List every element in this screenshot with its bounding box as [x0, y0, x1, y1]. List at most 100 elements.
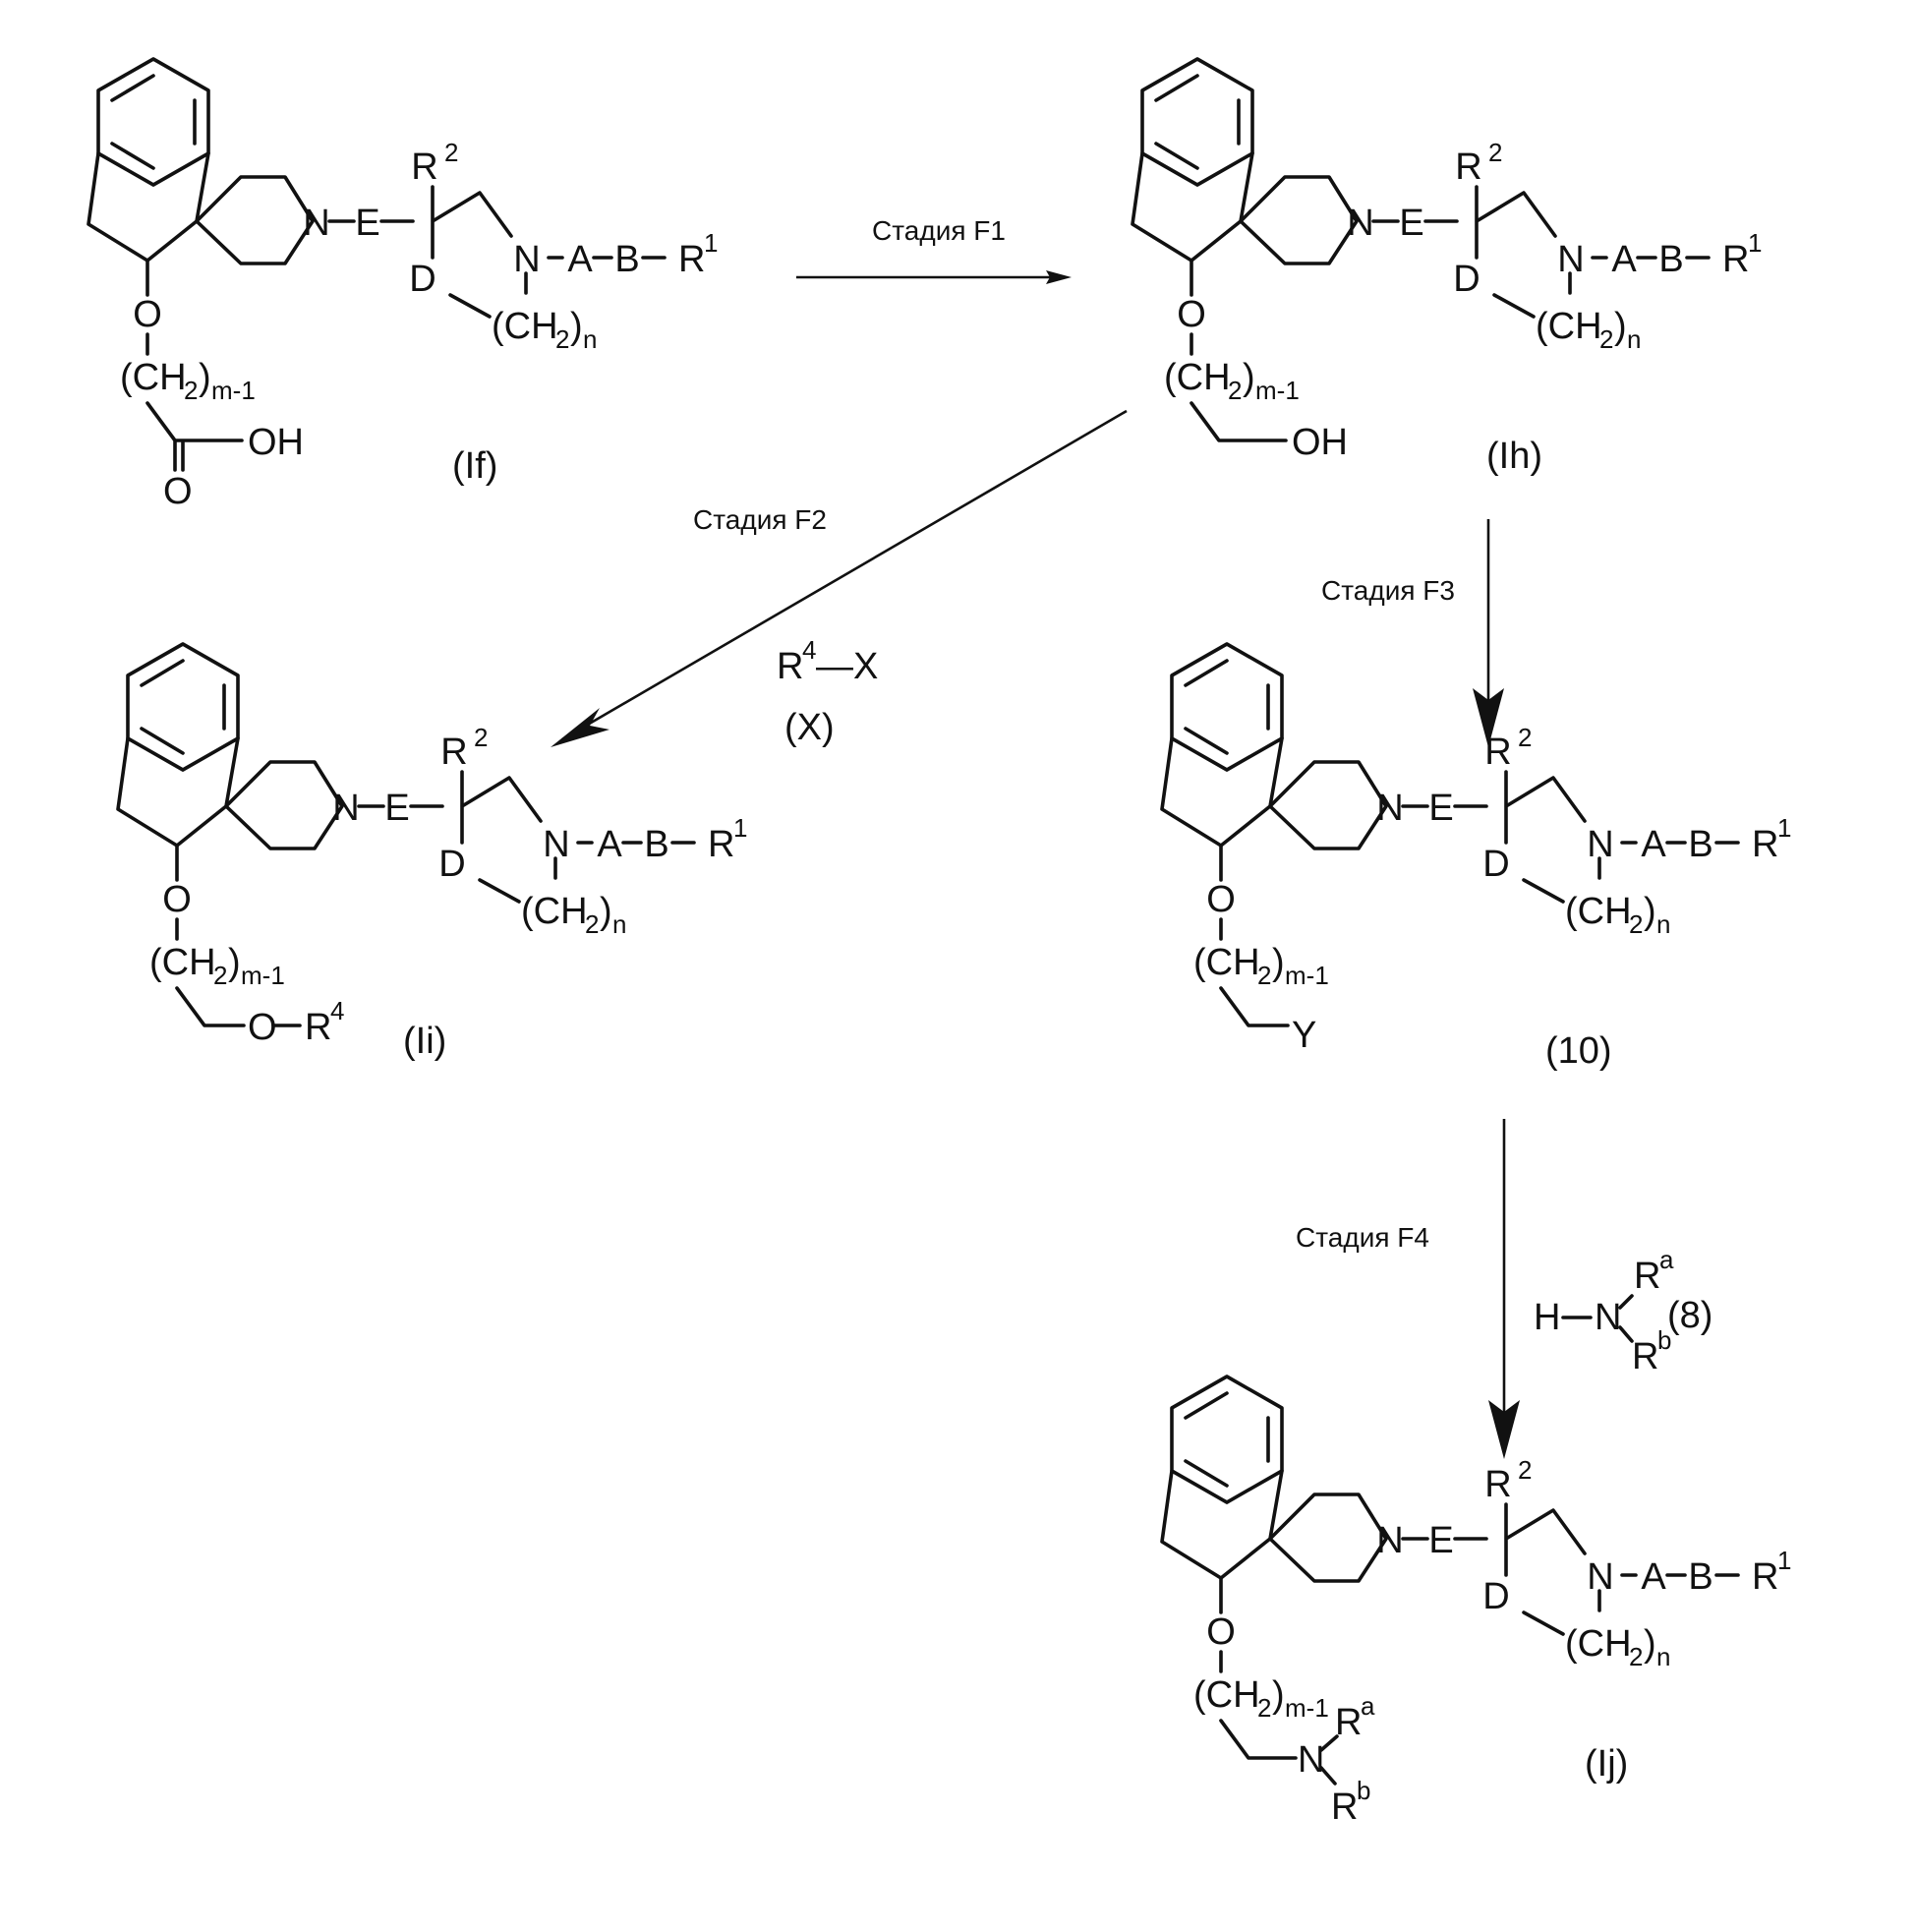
reagent-r4-sup: 4 [802, 635, 816, 665]
ii-r4-sup: 4 [330, 996, 344, 1025]
c10-ch2m-open: (CH [1193, 942, 1260, 983]
reagent-r4: R [777, 646, 803, 687]
reagent-x: R 4 —X (X) [777, 635, 878, 748]
ii-ether-o: O [248, 1007, 277, 1048]
compound-10: N E R 2 D N A B R 1 (CH 2 ) n O (CH 2 ) … [1162, 644, 1791, 1072]
stage-f4-arrow [1488, 1119, 1520, 1459]
if-ch2n-open: (CH [492, 306, 558, 347]
c10-r1-sup: 1 [1777, 813, 1791, 843]
ij-ch2n-close: ) [1644, 1623, 1656, 1665]
ii-o: O [162, 879, 192, 920]
ih-ch2m-open: (CH [1164, 357, 1231, 398]
ih-e: E [1399, 203, 1423, 244]
ih-ch2m-close: ) [1243, 357, 1255, 398]
reagent-8: H N R a R b (8) [1534, 1245, 1712, 1377]
ih-a: A [1611, 239, 1637, 280]
stage-f1-label: Стадия F1 [872, 215, 1006, 246]
if-r2: R [411, 146, 437, 188]
ii-ch2n-close: ) [600, 891, 612, 932]
reagent-8-id: (8) [1667, 1295, 1712, 1336]
ii-r1-sup: 1 [733, 813, 747, 843]
compound-ih: N E R 2 D N A B R 1 (CH 2 ) n O (CH 2 ) … [1132, 59, 1762, 477]
ij-b: B [1688, 1556, 1712, 1598]
c10-ch2n-open: (CH [1565, 891, 1632, 932]
ii-d: D [438, 844, 465, 885]
ih-ch2n-close: ) [1614, 306, 1627, 347]
compound-if-labels: N E R 2 D N A B R 1 (CH 2 ) n O (CH 2 ) … [120, 138, 718, 512]
compound-ij-id: (Ij) [1585, 1743, 1628, 1785]
c10-ch2m-subm1: m-1 [1285, 961, 1329, 990]
c10-y: Y [1292, 1015, 1316, 1056]
ih-o: O [1177, 294, 1206, 335]
ih-n1: N [1347, 203, 1373, 244]
c10-ch2n-close: ) [1644, 891, 1656, 932]
if-r2-sup: 2 [444, 138, 458, 167]
c10-d: D [1482, 844, 1509, 885]
ii-n2: N [543, 824, 569, 865]
if-oh: OH [248, 422, 304, 463]
ii-ch2m-subm1: m-1 [241, 961, 285, 990]
ii-ch2m-close: ) [228, 942, 241, 983]
ii-ch2n-open: (CH [521, 891, 588, 932]
if-r1: R [678, 239, 705, 280]
c10-n1: N [1376, 788, 1403, 829]
c10-o: O [1206, 879, 1236, 920]
reagent-8-ra-sup: a [1659, 1245, 1674, 1274]
ij-ra-sup: a [1361, 1691, 1375, 1721]
reagent-8-rb: R [1632, 1336, 1658, 1377]
ih-ch2m-sub2: 2 [1228, 376, 1242, 405]
if-a: A [567, 239, 593, 280]
ih-r1-sup: 1 [1748, 228, 1762, 258]
ij-rb-sup: b [1357, 1776, 1370, 1805]
ij-d: D [1482, 1576, 1509, 1617]
ii-ch2n-sub2: 2 [585, 909, 599, 939]
ij-o: O [1206, 1611, 1236, 1653]
ih-ch2m-subm1: m-1 [1255, 376, 1300, 405]
if-o: O [133, 294, 162, 335]
c10-e: E [1428, 788, 1453, 829]
ij-ch2n-open: (CH [1565, 1623, 1632, 1665]
if-ch2m-subm1: m-1 [211, 376, 256, 405]
reagent-8-h: H [1534, 1297, 1560, 1338]
if-ch2n-subn: n [583, 324, 597, 354]
ij-ch2n-sub2: 2 [1629, 1642, 1643, 1671]
ii-ch2m-open: (CH [149, 942, 216, 983]
reagent-x-id: (X) [784, 707, 835, 748]
ii-r2: R [440, 732, 467, 773]
ij-ch2m-sub2: 2 [1257, 1693, 1271, 1723]
ij-n1: N [1376, 1520, 1403, 1561]
ii-ch2m-sub2: 2 [213, 961, 227, 990]
if-ch2n-close: ) [570, 306, 583, 347]
c10-r1: R [1752, 824, 1778, 865]
ii-r4: R [305, 1007, 331, 1048]
ii-r2-sup: 2 [474, 723, 488, 752]
c10-r2-sup: 2 [1518, 723, 1532, 752]
ii-n1: N [332, 788, 359, 829]
compound-if: N E R 2 D N A B R 1 (CH 2 ) n O (CH 2 ) … [88, 59, 718, 512]
ij-ch2n-subn: n [1656, 1642, 1670, 1671]
ih-d: D [1453, 259, 1480, 300]
stage-f1-arrow [796, 270, 1072, 284]
ih-r2: R [1455, 146, 1481, 188]
c10-a: A [1641, 824, 1666, 865]
compound-if-id: (If) [452, 445, 497, 487]
if-n2: N [513, 239, 540, 280]
compound-10-id: (10) [1545, 1030, 1612, 1072]
reagent-8-ra: R [1634, 1256, 1660, 1297]
ij-ra: R [1335, 1702, 1362, 1743]
ij-r2: R [1484, 1464, 1511, 1505]
stage-f3-arrow [1473, 519, 1504, 747]
ih-ch2n-open: (CH [1536, 306, 1602, 347]
stage-f2-label: Стадия F2 [693, 504, 827, 535]
ij-e: E [1428, 1520, 1453, 1561]
ih-r2-sup: 2 [1488, 138, 1502, 167]
ij-n2: N [1587, 1556, 1613, 1598]
c10-ch2m-sub2: 2 [1257, 961, 1271, 990]
ij-a: A [1641, 1556, 1666, 1598]
ih-n2: N [1557, 239, 1584, 280]
ii-b: B [644, 824, 668, 865]
ii-e: E [384, 788, 409, 829]
c10-n2: N [1587, 824, 1613, 865]
c10-ch2n-subn: n [1656, 909, 1670, 939]
ij-r2-sup: 2 [1518, 1455, 1532, 1485]
